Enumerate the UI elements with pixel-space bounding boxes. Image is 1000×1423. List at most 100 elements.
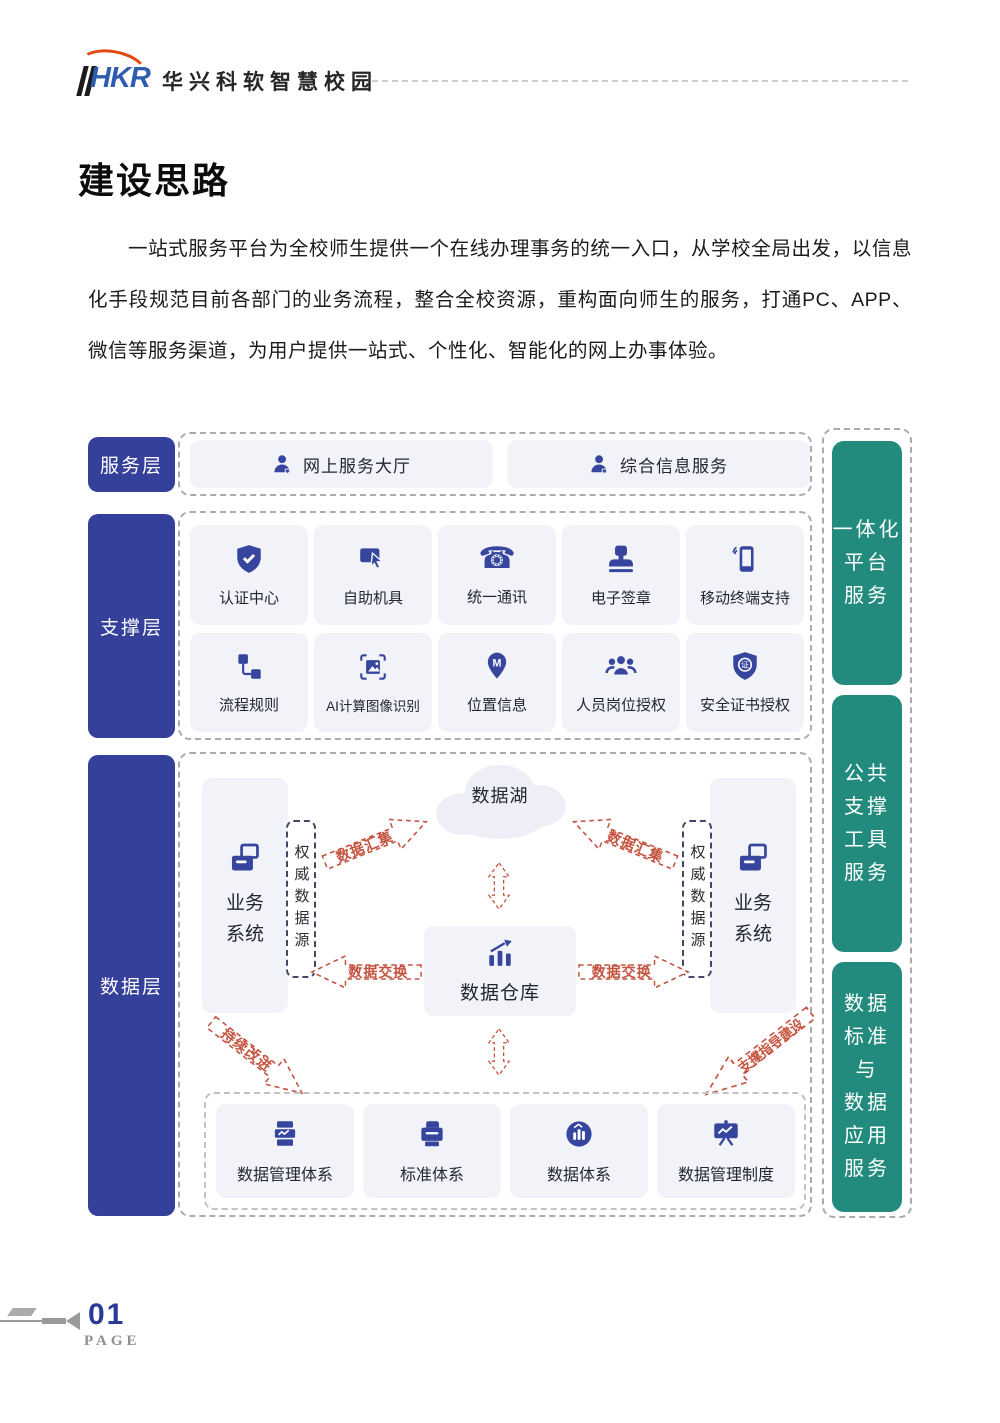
governance-card-standard-system: 标准体系 [363, 1104, 501, 1198]
double-arrow-vertical-icon [487, 1027, 511, 1077]
arrow-right-icon [205, 1015, 304, 1095]
arrow-left-icon [704, 1006, 817, 1096]
arrow-continuous-improvement: 持续改进 [199, 1007, 314, 1108]
arrow-data-collect-right: 数据汇集 [565, 804, 682, 879]
data-layer-label: 数据层 [88, 755, 175, 1216]
governance-card-label: 标准体系 [399, 1166, 464, 1184]
sidebar-container [822, 428, 912, 1218]
computer-icon [231, 843, 259, 870]
sidebar-line: 平台 [844, 551, 890, 574]
arrow-label: 数据交换 [591, 964, 652, 980]
footer-tag-decoration [7, 1308, 37, 1316]
business-system-label: 业务系统 [733, 892, 772, 945]
business-system-left-card: 业务系统 [202, 778, 288, 1013]
arrow-data-collect-left: 数据汇集 [317, 804, 434, 879]
stamp-icon [609, 545, 633, 572]
sidebar-line: 标准 [844, 1026, 890, 1048]
presentation-icon [714, 1119, 738, 1146]
support-card-label: 认证中心 [218, 589, 279, 607]
sidebar-line: 支撑 [844, 795, 890, 818]
data-lake-label: 数据湖 [471, 786, 529, 806]
sidebar-integrated-platform-services: 一体化 平台 服务 [832, 441, 902, 685]
cert-shield-icon: 证 [733, 652, 757, 680]
sidebar-line: 服务 [844, 1158, 890, 1180]
service-card-online-hall: 网上服务大厅 [190, 440, 493, 488]
support-card-label: AI计算图像识别 [326, 698, 420, 714]
printer-icon [421, 1120, 443, 1146]
governance-card-data-management-system: 数据管理体系 [216, 1104, 354, 1198]
sidebar-line: 公共 [844, 762, 890, 785]
support-card-label: 位置信息 [466, 697, 527, 714]
flowchart-icon [238, 654, 261, 679]
sidebar-data-standards-applications: 数据 标准 与 数据 应用 服务 [832, 962, 902, 1212]
data-warehouse-label: 数据仓库 [459, 982, 540, 1004]
user-icon [274, 455, 291, 475]
arrow-left-icon [310, 954, 422, 990]
governance-card-label: 数据管理体系 [236, 1166, 333, 1184]
authoritative-source-left: 权威数据源 [286, 820, 316, 978]
support-card-auth-center: 认证中心 [190, 525, 308, 625]
page-number: 01 [88, 1298, 126, 1331]
support-card-self-service: 自助机具 [314, 525, 432, 625]
support-card-label: 移动终端支持 [699, 589, 790, 607]
support-card-label: 安全证书授权 [699, 697, 790, 714]
sidebar-public-support-tools: 公共 支撑 工具 服务 [832, 695, 902, 952]
support-card-label: 流程规则 [218, 697, 279, 714]
data-warehouse-card: 数据仓库 [424, 926, 576, 1016]
footer-bar [42, 1318, 66, 1324]
double-arrow-vertical-icon [487, 861, 511, 911]
support-card-mobile-support: 移动终端支持 [686, 525, 804, 625]
arrow-left-icon [572, 818, 679, 871]
phone-icon: ☎ [478, 540, 516, 576]
support-card-label: 人员岗位授权 [575, 697, 666, 714]
arrow-right-icon [321, 818, 428, 871]
support-card-cert-authorization: 证 安全证书授权 [686, 633, 804, 732]
arrow-label: 数据交换 [348, 964, 409, 980]
cert-char: 证 [741, 661, 749, 670]
footer-arrow-icon [66, 1312, 80, 1330]
chart-growth-icon [489, 939, 512, 966]
support-card-location-info: M 位置信息 [438, 633, 556, 732]
brand-title: 华兴科软智慧校园 [162, 71, 378, 94]
governance-card-label: 数据体系 [546, 1166, 611, 1184]
computer-icon [739, 843, 767, 870]
support-card-ai-image: AI计算图像识别 [314, 633, 432, 732]
support-card-label: 电子签章 [590, 589, 651, 607]
data-lake-cloud: 数据湖 [420, 752, 580, 847]
self-service-icon [360, 547, 384, 569]
arrow-support-guide-construction: 支撑指导建设 [693, 998, 822, 1110]
sidebar-line: 数据 [844, 993, 890, 1015]
sidebar-line: 与 [855, 1059, 879, 1081]
support-layer-container [178, 511, 812, 740]
business-system-right-card: 业务系统 [710, 778, 796, 1013]
service-card-label: 综合信息服务 [620, 456, 728, 476]
data-layer-container [178, 752, 812, 1217]
support-card-label: 统一通讯 [466, 588, 527, 606]
support-card-e-signature: 电子签章 [562, 525, 680, 625]
arrow-warehouse-governance [487, 1026, 511, 1078]
arrow-data-exchange-right: 数据交换 [578, 954, 690, 990]
authoritative-source-label: 权威数据源 [688, 844, 706, 954]
mobile-icon [732, 545, 754, 572]
sidebar-line: 服务 [844, 861, 890, 884]
service-card-info-service: 综合信息服务 [507, 440, 810, 488]
map-letter: M [493, 658, 502, 670]
logo-text: HKR [90, 62, 151, 94]
sidebar-line: 应用 [844, 1125, 890, 1147]
footer-line [0, 1320, 42, 1322]
image-recognition-icon [360, 653, 386, 680]
arrow-right-icon [578, 954, 690, 990]
shield-check-icon [237, 544, 261, 573]
arrow-lake-warehouse [487, 860, 511, 912]
archive-icon [274, 1120, 296, 1146]
authoritative-source-label: 权威数据源 [292, 844, 310, 954]
service-card-label: 网上服务大厅 [303, 456, 411, 476]
sidebar-line: 一体化 [832, 518, 902, 541]
governance-card-label: 数据管理制度 [677, 1166, 774, 1184]
governance-container [204, 1092, 806, 1210]
donut-chart-icon [566, 1120, 592, 1147]
support-card-flow-rules: 流程规则 [190, 633, 308, 732]
page-title: 建设思路 [78, 160, 231, 201]
page-label: PAGE [84, 1333, 141, 1349]
